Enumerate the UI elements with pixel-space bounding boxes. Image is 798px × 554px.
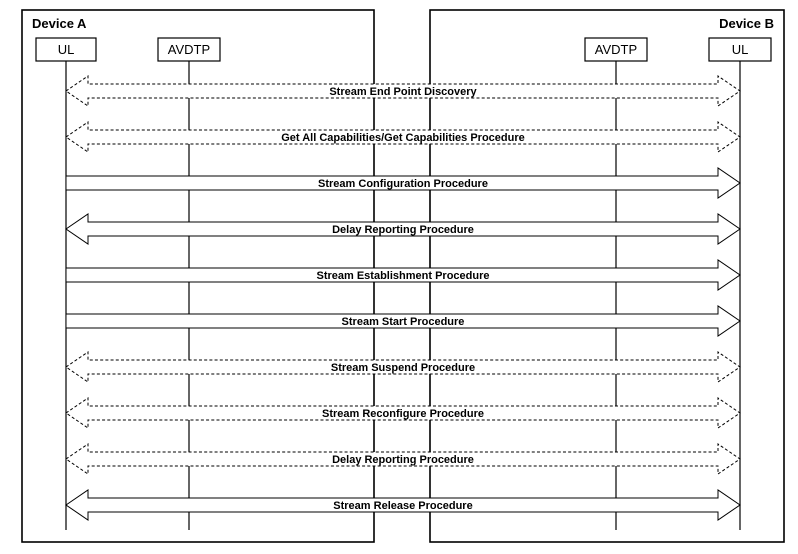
device-a-ul-box [35,37,97,62]
procedure-label: Delay Reporting Procedure [332,454,474,466]
device-a-avdtp-box [157,37,221,62]
procedure-arrow-shape [65,213,741,245]
procedure-arrow: Stream Suspend Procedure [65,351,741,383]
procedure-label: Stream End Point Discovery [329,86,477,98]
device-a-avdtp-label: AVDTP [168,42,210,57]
procedure-arrow-shape [65,121,741,153]
procedure-arrow: Stream Reconfigure Procedure [65,397,741,429]
procedure-label: Stream Suspend Procedure [331,362,475,374]
procedure-label: Stream Start Procedure [342,316,465,328]
procedure-arrow-shape [65,397,741,429]
device-b-avdtp-label: AVDTP [595,42,637,57]
procedure-arrow-shape [65,489,741,521]
device-a-title: Device A [32,16,87,31]
procedure-arrow-shape [65,259,741,291]
procedure-arrow: Stream Establishment Procedure [65,259,741,291]
procedure-label: Stream Configuration Procedure [318,178,488,190]
procedure-arrow: Stream Start Procedure [65,305,741,337]
procedure-arrow-shape [65,351,741,383]
procedure-arrow-shape [65,167,741,199]
procedure-label: Stream Establishment Procedure [316,270,489,282]
device-b-title: Device B [719,16,774,31]
device-b-ul-box [708,37,772,62]
procedure-arrow: Get All Capabilities/Get Capabilities Pr… [65,121,741,153]
procedure-arrow: Stream End Point Discovery [65,75,741,107]
procedure-arrow: Stream Configuration Procedure [65,167,741,199]
procedure-arrow-shape [65,305,741,337]
procedure-arrow-shape [65,75,741,107]
device-a-ul-label: UL [58,42,75,57]
procedure-label: Stream Reconfigure Procedure [322,408,484,420]
procedure-arrow-shape [65,443,741,475]
device-b-ul-label: UL [732,42,749,57]
procedure-arrow: Stream Release Procedure [65,489,741,521]
procedure-arrow: Delay Reporting Procedure [65,443,741,475]
device-b-avdtp-box [584,37,648,62]
procedure-label: Delay Reporting Procedure [332,224,474,236]
procedure-label: Stream Release Procedure [333,500,472,512]
procedure-arrow: Delay Reporting Procedure [65,213,741,245]
procedure-label: Get All Capabilities/Get Capabilities Pr… [281,132,525,144]
